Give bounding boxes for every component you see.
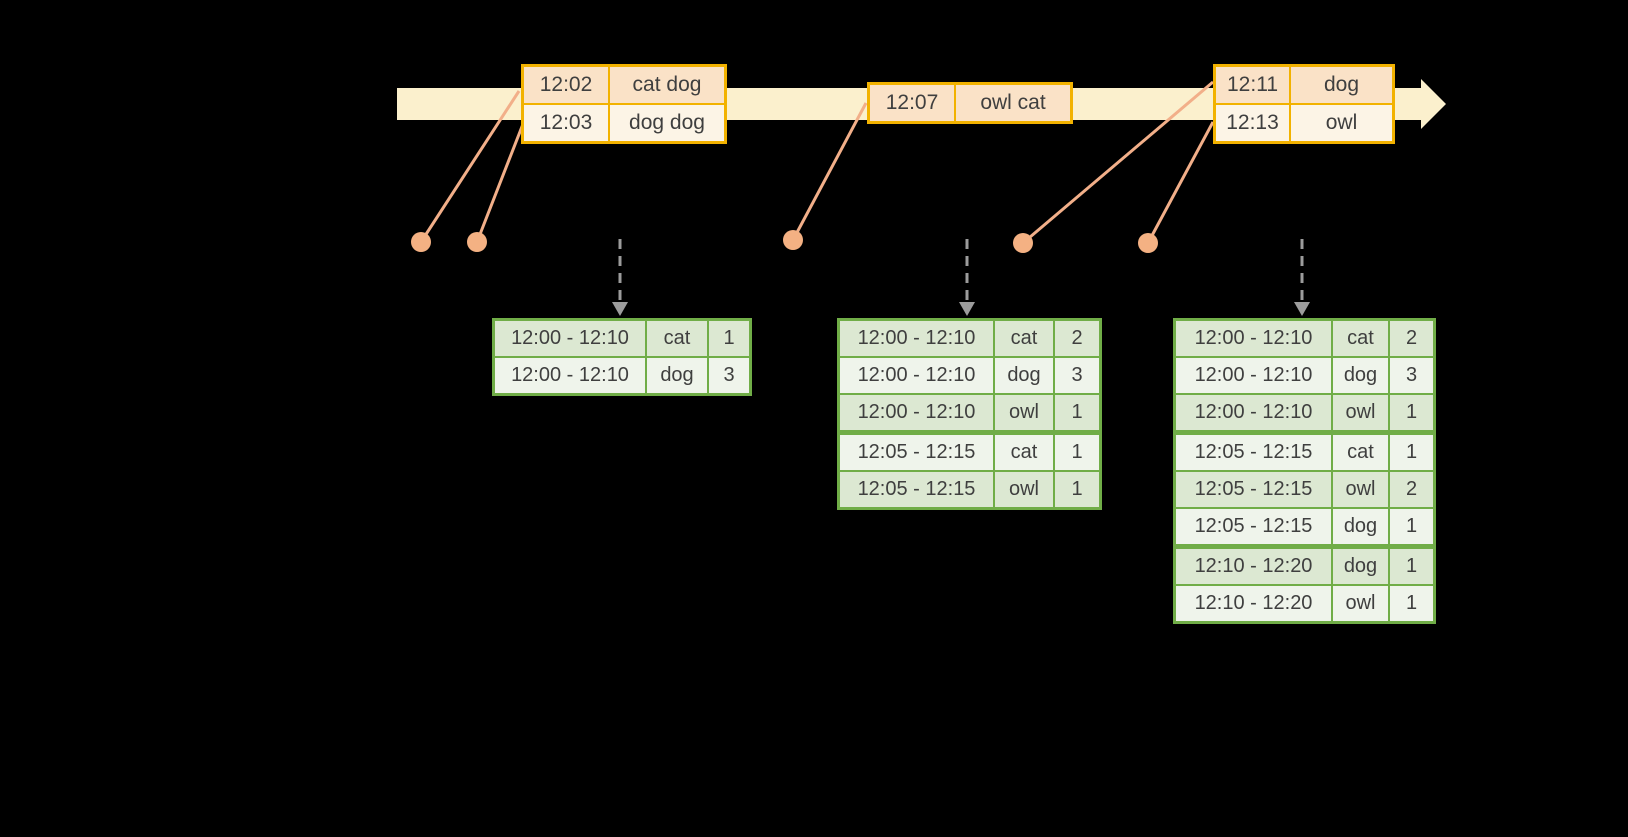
window-cell: 12:00 - 12:10	[1176, 358, 1331, 393]
event-connector-line	[475, 123, 525, 243]
word-cell: dog	[1333, 549, 1388, 584]
window-cell: 12:10 - 12:20	[1176, 586, 1331, 621]
word-cell: owl	[995, 472, 1053, 507]
event-time-cell: 12:03	[524, 105, 608, 141]
word-cell: owl	[1333, 472, 1388, 507]
event-words-cell: dog	[1291, 67, 1392, 103]
word-cell: owl	[1333, 586, 1388, 621]
word-cell: cat	[995, 321, 1053, 356]
event-time-cell: 12:13	[1216, 105, 1289, 141]
word-cell: dog	[647, 358, 707, 393]
count-cell: 2	[1390, 472, 1433, 507]
event-words-cell: dog dog	[610, 105, 724, 141]
event-time-cell: 12:11	[1216, 67, 1289, 103]
window-cell: 12:00 - 12:10	[840, 395, 993, 430]
count-cell: 1	[1390, 586, 1433, 621]
word-cell: cat	[1333, 321, 1388, 356]
count-cell: 1	[1055, 395, 1099, 430]
event-marker-dot	[1138, 233, 1158, 253]
word-cell: cat	[995, 435, 1053, 470]
event-connector-line	[1146, 121, 1215, 244]
window-cell: 12:05 - 12:15	[1176, 472, 1331, 507]
count-cell: 2	[1055, 321, 1099, 356]
event-words-cell: owl cat	[956, 85, 1070, 121]
window-cell: 12:00 - 12:10	[495, 358, 645, 393]
window-cell: 12:05 - 12:15	[840, 472, 993, 507]
event-time-cell: 12:02	[524, 67, 608, 103]
event-marker-dots	[411, 230, 1158, 253]
event-connector-line	[1022, 80, 1214, 245]
window-cell: 12:10 - 12:20	[1176, 549, 1331, 584]
word-cell: dog	[1333, 358, 1388, 393]
window-cell: 12:00 - 12:10	[1176, 321, 1331, 356]
count-cell: 2	[1390, 321, 1433, 356]
window-cell: 12:00 - 12:10	[840, 321, 993, 356]
window-cell: 12:05 - 12:15	[1176, 435, 1331, 470]
word-cell: owl	[1333, 395, 1388, 430]
word-cell: dog	[995, 358, 1053, 393]
count-cell: 1	[709, 321, 749, 356]
window-cell: 12:00 - 12:10	[1176, 395, 1331, 430]
word-cell: owl	[995, 395, 1053, 430]
event-marker-dot	[783, 230, 803, 250]
count-cell: 3	[709, 358, 749, 393]
event-marker-dot	[411, 232, 431, 252]
count-cell: 1	[1055, 435, 1099, 470]
window-cell: 12:05 - 12:15	[840, 435, 993, 470]
word-cell: cat	[647, 321, 707, 356]
event-connectors	[419, 80, 1215, 245]
event-time-cell: 12:07	[870, 85, 954, 121]
count-cell: 1	[1055, 472, 1099, 507]
trigger-arrow-head	[1294, 302, 1310, 316]
count-cell: 1	[1390, 435, 1433, 470]
count-cell: 1	[1390, 509, 1433, 544]
count-cell: 3	[1055, 358, 1099, 393]
window-cell: 12:00 - 12:10	[840, 358, 993, 393]
window-cell: 12:05 - 12:15	[1176, 509, 1331, 544]
count-cell: 3	[1390, 358, 1433, 393]
trigger-arrow-head	[612, 302, 628, 316]
count-cell: 1	[1390, 549, 1433, 584]
event-words-cell: owl	[1291, 105, 1392, 141]
trigger-arrow-head	[959, 302, 975, 316]
event-marker-dot	[467, 232, 487, 252]
count-cell: 1	[1390, 395, 1433, 430]
event-connector-line	[419, 90, 521, 243]
event-marker-dot	[1013, 233, 1033, 253]
trigger-arrows	[612, 239, 1310, 316]
event-connector-line	[791, 102, 868, 241]
word-cell: cat	[1333, 435, 1388, 470]
window-cell: 12:00 - 12:10	[495, 321, 645, 356]
word-cell: dog	[1333, 509, 1388, 544]
event-words-cell: cat dog	[610, 67, 724, 103]
